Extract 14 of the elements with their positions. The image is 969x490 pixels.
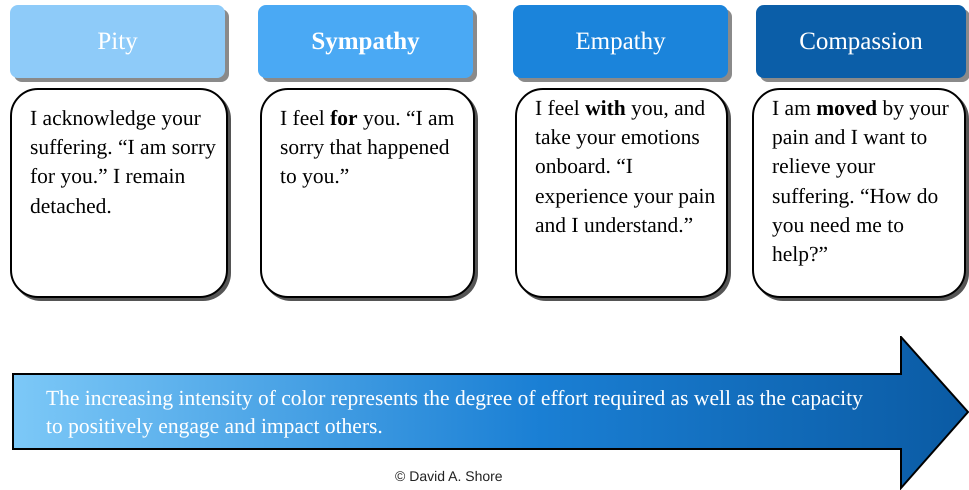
description-text: I am moved by your pain and I want to relieve your suffering. “How do you need me to help?” xyxy=(772,96,949,266)
description-text: I feel for you. “I am sorry that happened to you.” xyxy=(280,106,454,188)
arrow-caption: The increasing intensity of color represents the degree of effort required as well as the capacity to positively engage and impact others. xyxy=(46,385,864,440)
description-text: I acknowledge your suffering. “I am sorry for you.” I remain detached. xyxy=(30,106,216,218)
header-tab: Empathy xyxy=(513,5,728,78)
header-tab: Compassion xyxy=(756,5,966,78)
text-card xyxy=(515,88,728,298)
text-card xyxy=(260,88,475,298)
text-card xyxy=(752,88,966,298)
header-tab: Sympathy xyxy=(258,5,473,78)
description-text: I feel with you, and take your emotions onboard. “I experience your pain and I understand.” xyxy=(535,96,716,237)
header-tab: Pity xyxy=(10,5,225,78)
copyright-note: © David A. Shore xyxy=(395,468,503,484)
text-card xyxy=(10,88,228,298)
